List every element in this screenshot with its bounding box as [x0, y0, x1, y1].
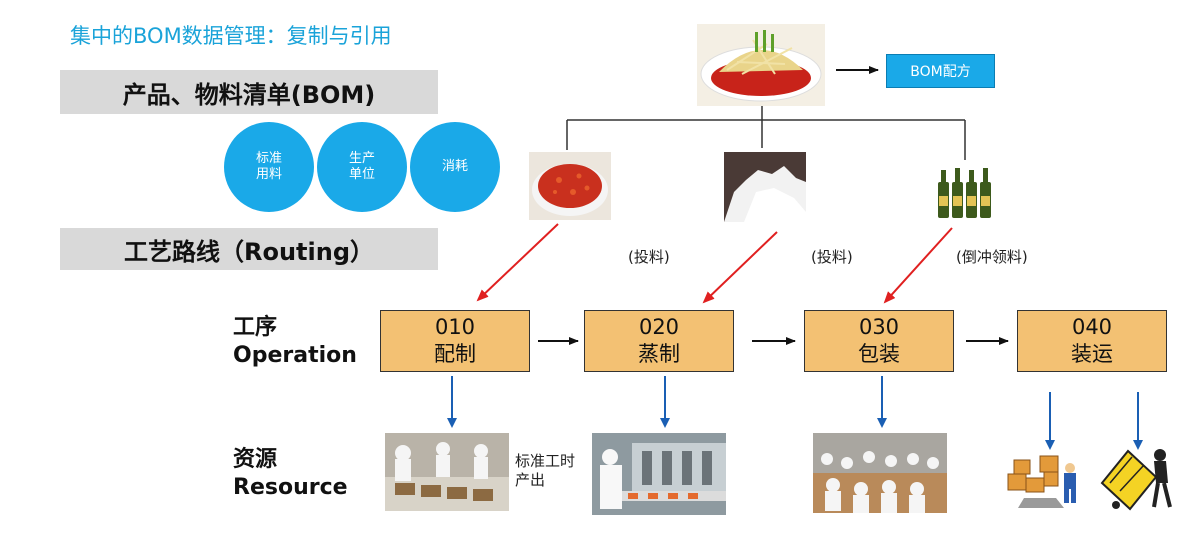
bottles-photo: [934, 164, 994, 220]
circle-text: 标准: [255, 151, 282, 166]
circle-text: 生产: [348, 151, 375, 166]
circle-text: 消耗: [441, 159, 468, 174]
resource-row-label: 资源 Resource: [233, 446, 348, 502]
std-time-line1: 标准工时: [515, 452, 576, 470]
flour-photo: [724, 152, 806, 222]
resource-label-cn: 资源: [233, 447, 278, 472]
feed-note-2: (投料): [811, 248, 853, 266]
feed-arrow-010: [476, 223, 559, 302]
routing-section-bar: 工艺路线（Routing）: [60, 228, 438, 270]
dish-photo: [697, 24, 825, 106]
shipping-boxes-icon: [1004, 450, 1086, 508]
bom-recipe-tag: BOM配方: [886, 54, 995, 88]
operation-row-label: 工序 Operation: [233, 314, 357, 370]
resource-photo-packing: [813, 433, 947, 513]
resource-photo-steaming: [592, 433, 726, 515]
operation-name: 装运: [1071, 342, 1113, 366]
bom-recipe-label: BOM配方: [910, 64, 971, 80]
resource-label-en: Resource: [233, 475, 348, 500]
circle-consumption: 消耗: [410, 122, 500, 212]
std-time-note: 标准工时 产出: [515, 452, 575, 490]
routing-section-label: 工艺路线（Routing）: [123, 237, 375, 266]
operation-010: 010 配制: [380, 310, 530, 372]
operation-code: 040: [1071, 315, 1113, 339]
operation-code: 030: [858, 315, 900, 339]
bom-section-label: 产品、物料清单(BOM): [122, 80, 376, 109]
operation-code: 010: [434, 315, 476, 339]
bom-section-bar: 产品、物料清单(BOM): [60, 70, 438, 114]
page-title: 集中的BOM数据管理：复制与引用: [70, 24, 392, 48]
circle-production-unit: 生产单位: [317, 122, 407, 212]
operation-label-en: Operation: [233, 343, 357, 368]
operation-030: 030 包装: [804, 310, 954, 372]
circle-standard-material: 标准用料: [224, 122, 314, 212]
operation-name: 包装: [858, 342, 900, 366]
circle-text: 用料: [255, 167, 282, 182]
operation-name: 蒸制: [638, 342, 680, 366]
operation-label-cn: 工序: [233, 315, 278, 340]
operation-020: 020 蒸制: [584, 310, 734, 372]
circle-text: 单位: [348, 167, 375, 182]
operation-code: 020: [638, 315, 680, 339]
resource-photo-preparation: [385, 433, 509, 511]
feed-arrow-030: [883, 227, 953, 304]
operation-name: 配制: [434, 342, 476, 366]
feed-arrow-020: [702, 231, 778, 304]
feed-note-1: (投料): [628, 248, 670, 266]
hand-truck-icon: [1098, 443, 1174, 511]
chili-photo: [529, 152, 611, 220]
std-time-line2: 产出: [515, 471, 546, 489]
operation-040: 040 装运: [1017, 310, 1167, 372]
feed-note-3: (倒冲领料): [956, 248, 1028, 266]
